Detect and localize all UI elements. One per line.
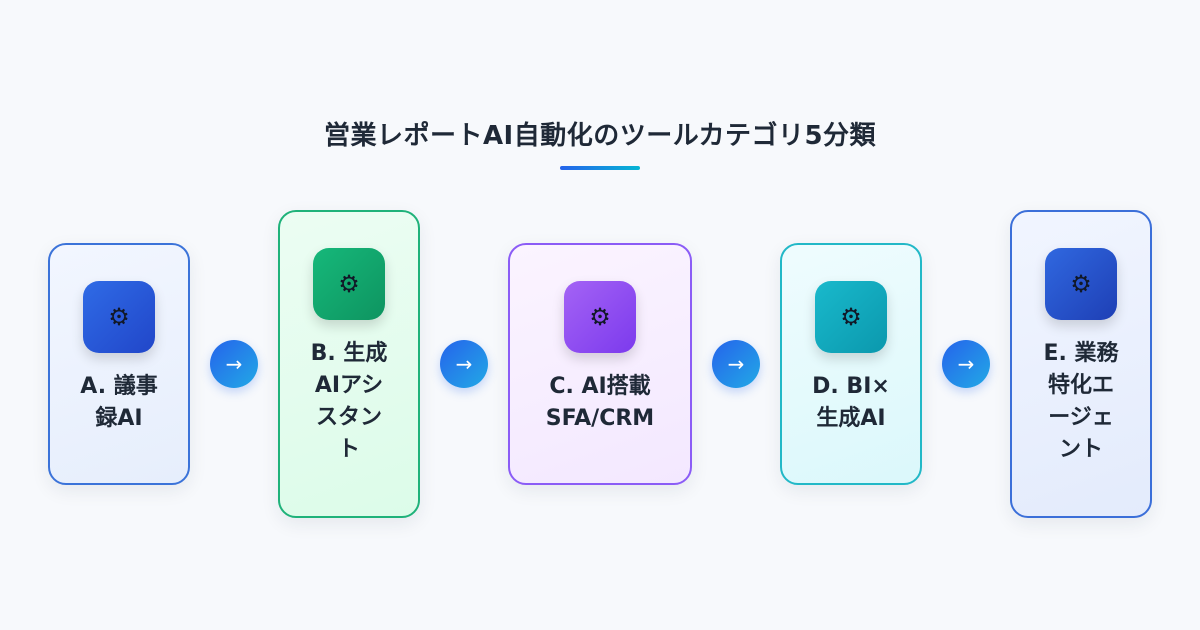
card-label-line: スタン — [315, 405, 382, 430]
card-label: A. 議事 録AI — [60, 371, 178, 435]
gear-icon: ⚙ — [589, 303, 611, 331]
card-label: E. 業務 特化エ ージェ ント — [1022, 338, 1140, 466]
arrow-icon: → — [712, 340, 760, 388]
card-label-line: ージェ — [1048, 405, 1114, 430]
category-card-b: ⚙ B. 生成 AIアシ スタン ト — [278, 210, 420, 518]
card-label-line: D. BI× — [812, 374, 890, 399]
arrow-icon: → — [440, 340, 488, 388]
arrow-icon: → — [210, 340, 258, 388]
card-label-line: E. 業務 — [1043, 341, 1119, 366]
gear-icon: ⚙ — [108, 303, 130, 331]
card-label-line: 特化エ — [1047, 373, 1114, 398]
diagram-title: 営業レポートAI自動化のツールカテゴリ5分類 — [323, 121, 877, 151]
card-label-line: 生成AI — [816, 406, 886, 431]
card-label-line: ト — [337, 437, 360, 462]
card-icon-badge: ⚙ — [564, 281, 636, 353]
card-icon-badge: ⚙ — [1045, 248, 1117, 320]
card-label-line: AIアシ — [314, 373, 384, 398]
card-label: D. BI× 生成AI — [792, 371, 910, 435]
arrow-icon: → — [942, 340, 990, 388]
gear-icon: ⚙ — [338, 270, 360, 298]
category-card-e: ⚙ E. 業務 特化エ ージェ ント — [1010, 210, 1152, 518]
category-card-c: ⚙ C. AI搭載 SFA/CRM — [508, 243, 692, 485]
card-icon-badge: ⚙ — [815, 281, 887, 353]
card-icon-badge: ⚙ — [83, 281, 155, 353]
card-label-line: A. 議事 — [80, 374, 158, 399]
gear-icon: ⚙ — [840, 303, 862, 331]
card-label-line: 録AI — [95, 406, 143, 431]
card-label: C. AI搭載 SFA/CRM — [520, 371, 680, 435]
title-underline — [560, 166, 640, 170]
card-label-line: ント — [1058, 437, 1103, 462]
card-icon-badge: ⚙ — [313, 248, 385, 320]
card-label-line: C. AI搭載 — [549, 374, 651, 399]
card-label-line: SFA/CRM — [545, 406, 655, 431]
gear-icon: ⚙ — [1070, 270, 1092, 298]
category-card-a: ⚙ A. 議事 録AI — [48, 243, 190, 485]
category-card-d: ⚙ D. BI× 生成AI — [780, 243, 922, 485]
card-label-line: B. 生成 — [310, 341, 388, 366]
card-label: B. 生成 AIアシ スタン ト — [290, 338, 408, 466]
